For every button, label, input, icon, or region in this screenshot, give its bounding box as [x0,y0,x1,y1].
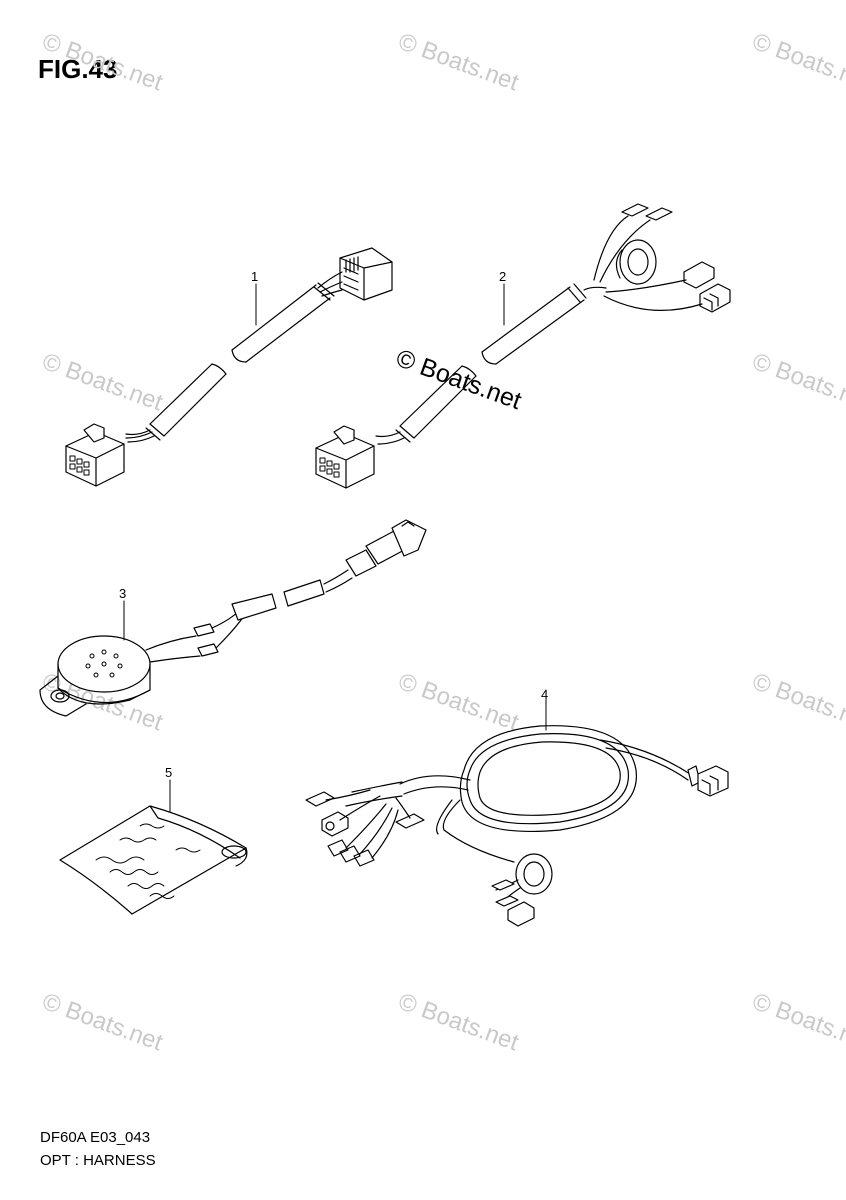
part-2-harness [315,203,731,489]
callout-4: 4 [541,687,548,702]
diagram-name: OPT : HARNESS [40,1152,156,1169]
figure-title: FIG.43 [38,54,118,84]
callout-5: 5 [165,765,172,780]
part-4-main-harness [305,689,729,927]
callout-2: 2 [499,269,506,284]
callout-1: 1 [251,269,258,284]
diagram-code: DF60A E03_043 [40,1129,151,1146]
part-3-buzzer [39,519,427,717]
part-5-bag [59,779,248,915]
callout-3: 3 [119,586,126,601]
part-1-harness [65,247,393,487]
